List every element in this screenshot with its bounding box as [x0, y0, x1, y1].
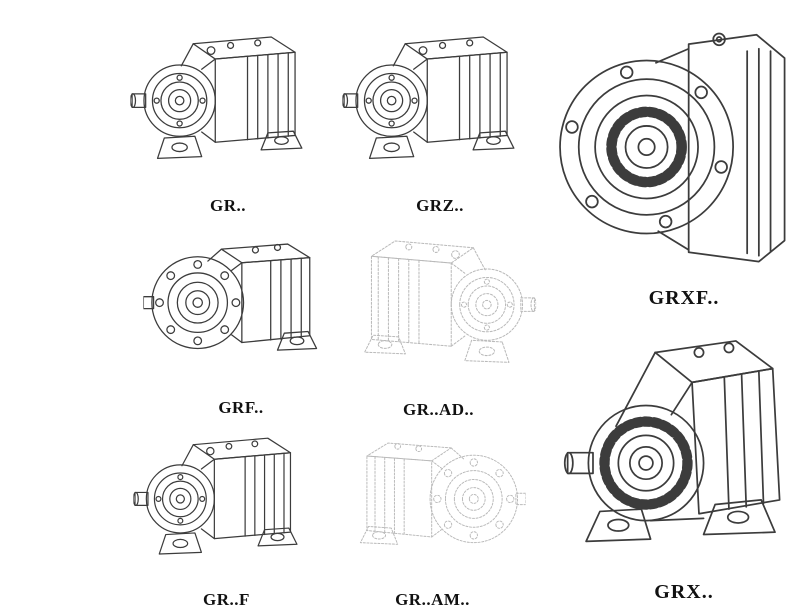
- gearbox-drawing-grxf: [540, 16, 800, 285]
- product-gram: GR..AM..: [330, 422, 535, 614]
- product-label-grf: GRF..: [218, 398, 264, 417]
- product-label-grx: GRX..: [654, 581, 714, 603]
- product-grf: GRF..: [136, 222, 346, 422]
- product-grxf: GRXF..: [540, 16, 800, 314]
- product-grad: GR..AD..: [336, 224, 541, 424]
- product-label-gr: GR..: [210, 196, 246, 215]
- product-label-gram: GR..AM..: [395, 590, 470, 609]
- product-label-gr-f: GR..F: [203, 590, 250, 609]
- gearbox-drawing-gr-f: [124, 422, 329, 588]
- product-grz: GRZ..: [340, 20, 540, 220]
- product-gr-f: GR..F: [124, 422, 329, 614]
- product-label-grad: GR..AD..: [402, 400, 475, 419]
- gearbox-drawing-gr: [128, 20, 328, 194]
- gearbox-drawing-grx: [540, 316, 800, 579]
- gearbox-drawing-grad: [336, 224, 541, 398]
- product-label-grxf: GRXF..: [648, 287, 720, 309]
- product-grx: GRX..: [540, 316, 800, 608]
- product-label-grz: GRZ..: [416, 196, 464, 215]
- gearbox-drawing-grz: [340, 20, 540, 194]
- product-gr: GR..: [128, 20, 328, 220]
- gearbox-drawing-gram: [330, 422, 535, 588]
- gearbox-drawing-grf: [136, 222, 346, 396]
